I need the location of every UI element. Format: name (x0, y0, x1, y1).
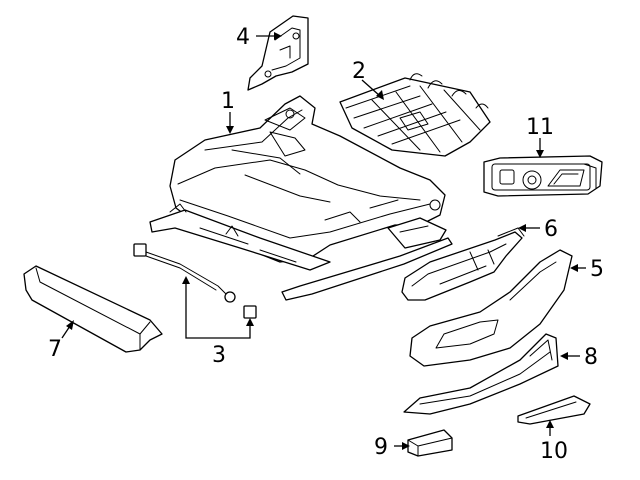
seat-rails (149, 203, 453, 301)
callout-7: 7 (48, 337, 62, 362)
part-10-bracket (517, 395, 591, 425)
callout-4: 4 (236, 25, 250, 50)
part-4-bracket (247, 15, 309, 91)
callout-1: 1 (221, 89, 235, 114)
part-11-switch (483, 155, 603, 197)
callout-9: 9 (374, 435, 388, 460)
part-6-side-trim (401, 227, 525, 301)
part-2-spring-mat (339, 73, 491, 157)
leader-lines (61, 32, 586, 450)
part-5-side-cover (409, 249, 573, 367)
callout-5: 5 (590, 257, 604, 282)
part-3-cable (133, 243, 257, 319)
part-7-front-cover (23, 265, 163, 353)
callout-8: 8 (584, 345, 598, 370)
callout-6: 6 (544, 217, 558, 242)
part-9-cap (407, 429, 453, 457)
callout-3: 3 (212, 343, 226, 368)
callout-10: 10 (540, 439, 568, 464)
part-8-lower-trim (403, 333, 559, 415)
callout-2: 2 (352, 59, 366, 84)
callout-11: 11 (526, 115, 554, 140)
